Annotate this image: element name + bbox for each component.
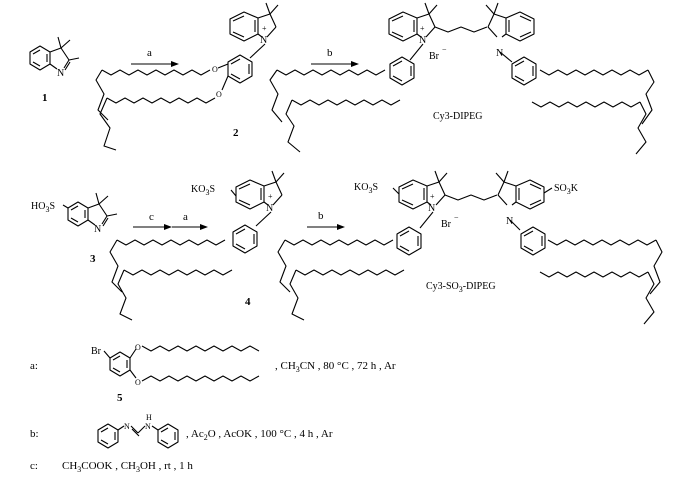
plus-sign: + xyxy=(420,24,425,33)
atom-n: N xyxy=(57,68,64,79)
cy3-so3-dipeg-structure: N + KO3S N SO3K Br − xyxy=(277,170,663,325)
atom-n: N xyxy=(94,224,101,235)
atom-n: N xyxy=(496,48,503,59)
arrowhead xyxy=(337,224,345,230)
atom-n: N xyxy=(260,35,267,46)
arrow-label-c: c xyxy=(149,211,154,223)
reagent-5-structure: Br O O xyxy=(91,343,260,387)
condition-label-c: c: xyxy=(30,460,38,472)
condition-label-b: b: xyxy=(30,428,39,440)
atom-n: N xyxy=(506,216,513,227)
condition-text-c: CH3COOK , CH3OH , rt , 1 h xyxy=(62,460,193,474)
arrow-label-a: a xyxy=(147,47,152,59)
minus-sign: − xyxy=(442,45,447,54)
compound-label-cy3-dipeg: Cy3-DIPEG xyxy=(433,111,482,122)
compound-label-2: 2 xyxy=(233,127,239,139)
potassium-sulfonate-group: KO3S xyxy=(191,184,215,197)
condition-text-a: , CH3CN , 80 °C , 72 h , Ar xyxy=(275,360,396,374)
plus-sign: + xyxy=(430,192,435,201)
arrow-label-b: b xyxy=(327,47,333,59)
compound-label-cy3-so3-dipeg: Cy3-SO3-DIPEG xyxy=(426,281,496,294)
cy3-dipeg-structure: N + N Br − xyxy=(269,2,655,155)
arrowhead xyxy=(171,61,179,67)
sulfonic-acid-group: HO3S xyxy=(31,201,55,214)
atom-n: N xyxy=(266,203,273,214)
condition-label-a: a: xyxy=(30,360,38,372)
atom-n: N xyxy=(145,422,151,431)
atom-n: N xyxy=(428,203,435,214)
atom-n: N xyxy=(124,422,130,431)
compound-1-structure: N xyxy=(29,36,80,79)
atom-o: O xyxy=(135,378,141,387)
bromide-anion: Br xyxy=(441,219,452,230)
minus-sign: − xyxy=(454,213,459,222)
arrowhead xyxy=(351,61,359,67)
compound-label-4: 4 xyxy=(245,296,251,308)
compound-label-1: 1 xyxy=(42,92,48,104)
arrow-label-a: a xyxy=(183,211,188,223)
atom-br: Br xyxy=(91,346,102,357)
atom-h: H xyxy=(146,413,152,422)
plus-sign: + xyxy=(262,24,267,33)
arrow-label-b: b xyxy=(318,210,324,222)
condition-text-b: , Ac2O , AcOK , 100 °C , 4 h , Ar xyxy=(186,428,333,442)
potassium-sulfonate-group-right: SO3K xyxy=(554,183,579,196)
atom-o: O xyxy=(212,65,218,74)
plus-sign: + xyxy=(268,192,273,201)
potassium-sulfonate-group: KO3S xyxy=(354,182,378,195)
compound-label-3: 3 xyxy=(90,253,96,265)
compound-4-structure: N + KO3S xyxy=(109,170,285,321)
arrowhead xyxy=(200,224,208,230)
bromide-anion: Br xyxy=(429,51,440,62)
compound-3-structure: N HO3S xyxy=(31,192,118,235)
compound-label-5: 5 xyxy=(117,392,123,404)
atom-n: N xyxy=(419,35,426,46)
compound-2-structure: N + O O xyxy=(95,2,279,151)
atom-o: O xyxy=(216,90,222,99)
diphenylformamidine-structure: N N H xyxy=(97,413,179,449)
arrowhead xyxy=(164,224,172,230)
atom-o: O xyxy=(135,343,141,352)
